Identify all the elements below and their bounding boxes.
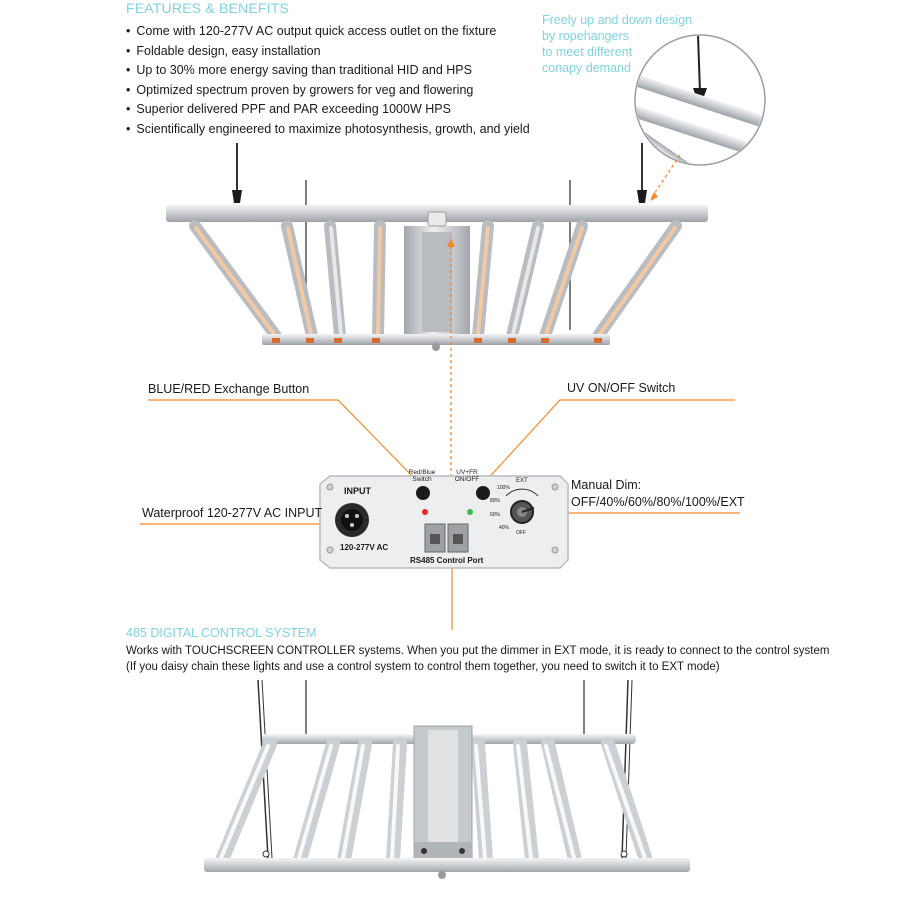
panel-input-label: INPUT (344, 486, 371, 496)
dial-100-label: 100% (497, 485, 510, 491)
ropehanger-note-line: by ropehangers (542, 29, 629, 43)
dial-off-label: OFF (516, 530, 526, 536)
green-indicator-led (467, 509, 473, 515)
uv-switch-callout: UV ON/OFF Switch (567, 381, 676, 395)
control-system-description: Works with TOUCHSCREEN CONTROLLER system… (126, 643, 886, 675)
ropehanger-zoom-circle (634, 34, 766, 166)
ropehanger-note: Freely up and down design by ropehangers… (542, 12, 702, 76)
feature-item: Up to 30% more energy saving than tradit… (126, 61, 530, 81)
exchange-button-callout: BLUE/RED Exchange Button (148, 382, 310, 396)
red-indicator-led (422, 509, 428, 515)
feature-item: Come with 120-277V AC output quick acces… (126, 22, 530, 42)
manual-dim-callout-line1: Manual Dim: (571, 478, 642, 492)
ropehanger-note-line: to meet different (542, 45, 633, 59)
uv-fr-switch-label-line2: ON/OFF (454, 476, 480, 483)
red-blue-switch-label: Red/Blue Switch (405, 469, 439, 483)
feature-item: Optimized spectrum proven by growers for… (126, 81, 530, 101)
uv-fr-switch-label: UV+FR ON/OFF (450, 469, 484, 483)
dial-80-label: 80% (490, 498, 501, 504)
feature-item: Scientifically engineered to maximize ph… (126, 120, 529, 140)
ac-input-callout: Waterproof 120-277V AC INPUT (142, 506, 323, 520)
ropehanger-note-line: Freely up and down design (542, 13, 693, 27)
control-system-line2: (If you daisy chain these lights and use… (126, 661, 720, 673)
lamp-bottom-view (204, 679, 690, 879)
uv-fr-switch-label-line1: UV+FR (456, 469, 478, 476)
dial-ext-label: EXT (516, 478, 528, 484)
dial-60-label: 60% (490, 512, 501, 518)
uv-fr-switch-button (476, 486, 490, 500)
features-title: FEATURES & BENEFITS (126, 0, 290, 16)
red-blue-switch-label-line2: Switch (412, 476, 432, 483)
feature-item: Superior delivered PPF and PAR exceeding… (126, 100, 530, 120)
dial-40-label: 40% (499, 525, 510, 531)
control-system-title: 485 DIGITAL CONTROL SYSTEM (126, 626, 317, 640)
panel-voltage-label: 120-277V AC (340, 543, 389, 552)
lamp-top-view (166, 143, 708, 351)
ropehanger-note-line: conapy demand (542, 61, 631, 75)
rs485-port-label: RS485 Control Port (410, 556, 484, 565)
manual-dim-callout-line2: OFF/40%/60%/80%/100%/EXT (571, 495, 745, 509)
red-blue-switch-button (416, 486, 430, 500)
red-blue-switch-label-line1: Red/Blue (408, 469, 436, 476)
features-list: Come with 120-277V AC output quick acces… (126, 22, 530, 140)
feature-item: Foldable design, easy installation (126, 42, 530, 62)
control-system-line1: Works with TOUCHSCREEN CONTROLLER system… (126, 645, 830, 657)
driver-control-panel (319, 475, 569, 569)
